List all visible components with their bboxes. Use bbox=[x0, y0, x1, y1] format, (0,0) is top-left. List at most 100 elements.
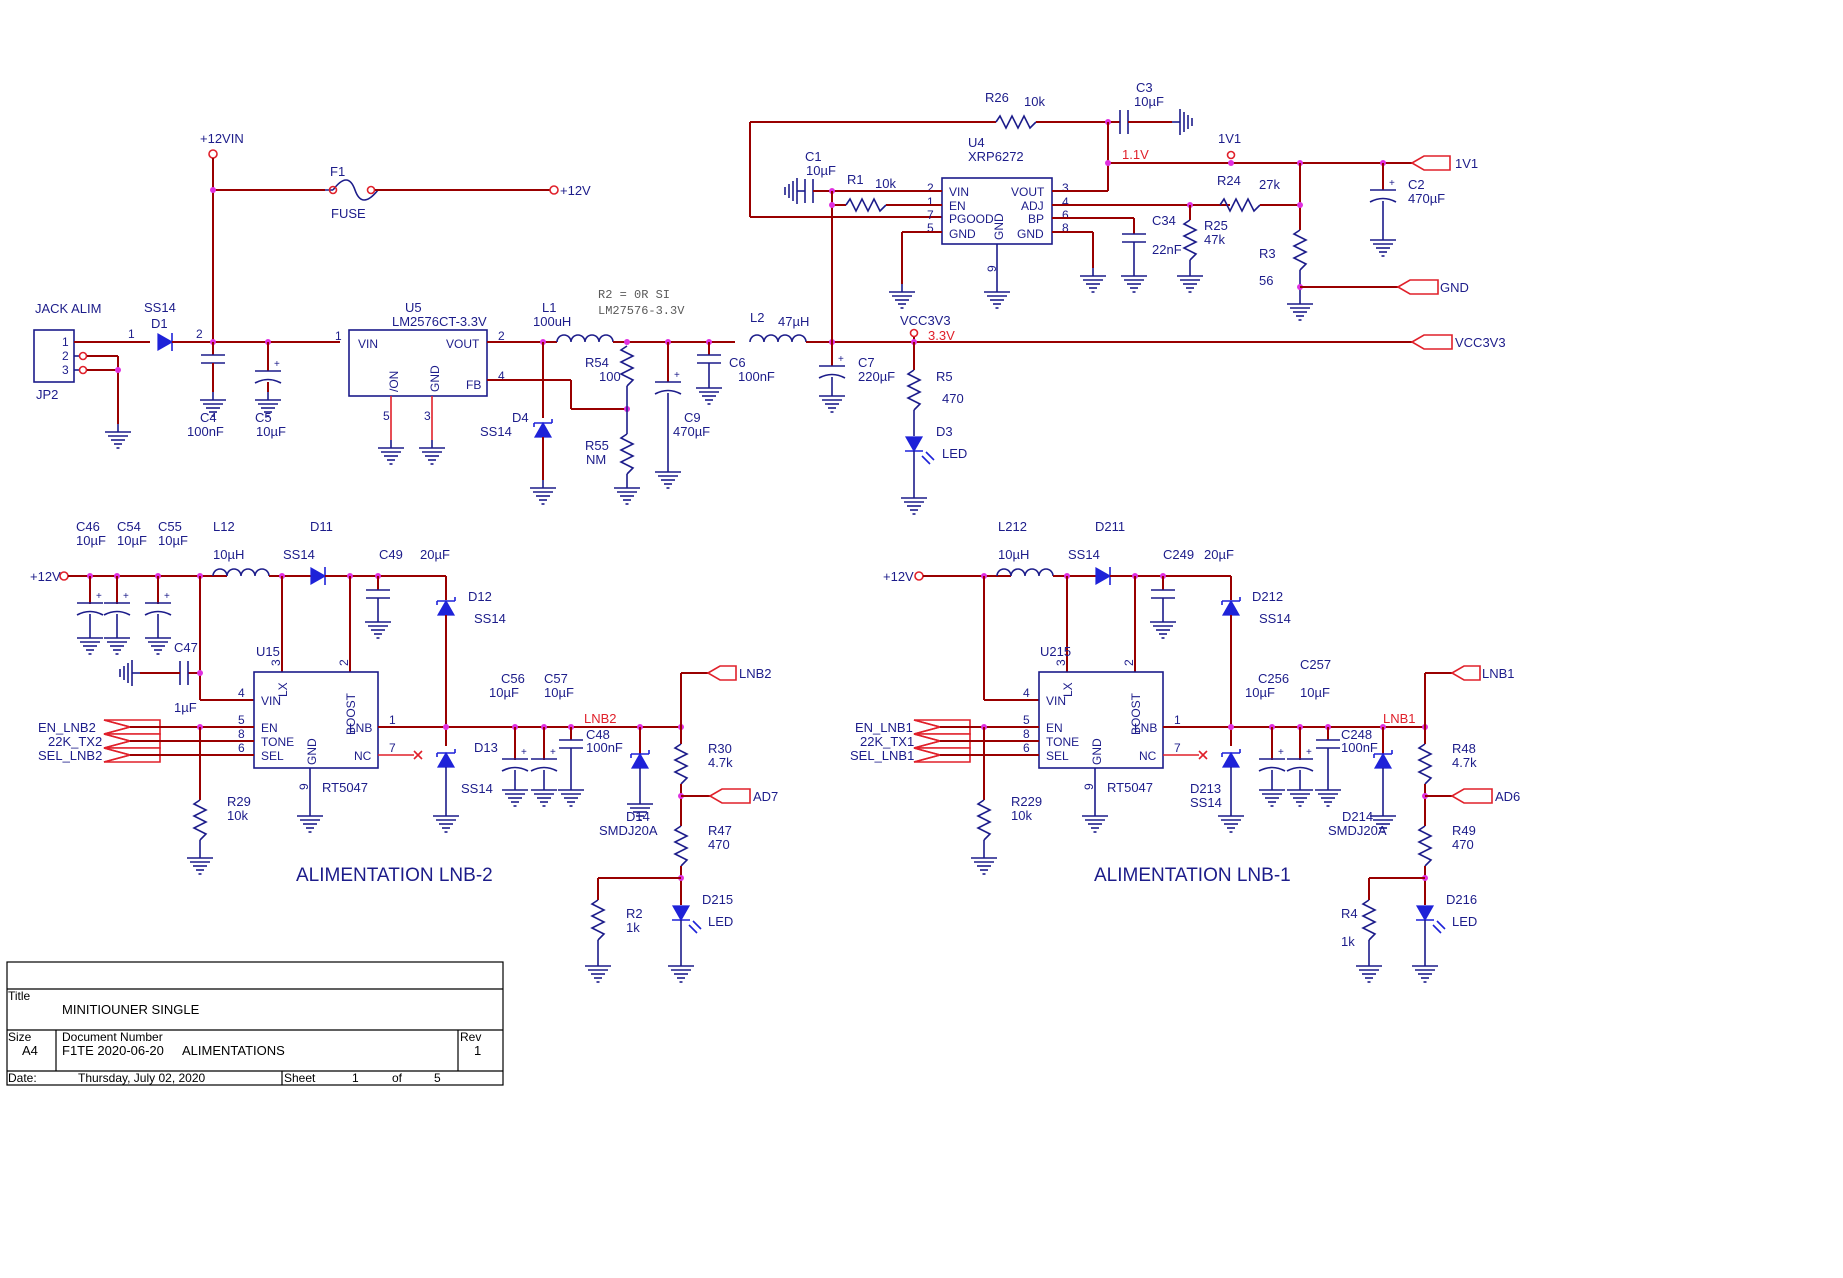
lnb2-section-title: ALIMENTATION LNB-2 bbox=[296, 865, 493, 886]
d216-led-icon bbox=[1415, 905, 1435, 921]
d12-value: SS14 bbox=[474, 611, 506, 626]
r3-ref: R3 bbox=[1259, 246, 1276, 261]
pin-gnd: GND bbox=[1090, 738, 1104, 765]
r2-resistor-icon bbox=[591, 899, 605, 941]
lnb2-net-label: LNB2 bbox=[584, 711, 617, 726]
d212-value: SS14 bbox=[1259, 611, 1291, 626]
vcc-net-value: 3.3V bbox=[928, 328, 955, 343]
pin-number: 1 bbox=[128, 327, 135, 341]
r5-resistor-icon bbox=[907, 369, 921, 411]
in12-label: +12V bbox=[30, 569, 61, 584]
r55-value: NM bbox=[586, 452, 606, 467]
testpoint-1v1-icon bbox=[1226, 150, 1236, 160]
l2-ref: L2 bbox=[750, 310, 764, 325]
l1-value: 100uH bbox=[533, 314, 571, 329]
lnb1-port-icon bbox=[1450, 665, 1481, 681]
ground-icon bbox=[104, 423, 132, 449]
r1-resistor-icon bbox=[845, 198, 887, 212]
ground-icon bbox=[1120, 267, 1148, 293]
l212-inductor-icon bbox=[996, 568, 1054, 577]
r30-resistor-icon bbox=[674, 743, 688, 785]
ad6-port-icon bbox=[1450, 788, 1493, 804]
c5-value: 10µF bbox=[256, 424, 286, 439]
pin-number: 3 bbox=[269, 659, 283, 666]
d3-value: LED bbox=[942, 446, 967, 461]
d215-value: LED bbox=[708, 914, 733, 929]
l12-inductor-icon bbox=[212, 568, 270, 577]
r48-resistor-icon bbox=[1418, 743, 1432, 785]
vcc-testpoint-icon bbox=[909, 328, 919, 338]
in12-port-icon bbox=[914, 571, 924, 581]
pin-number: 3 bbox=[424, 409, 431, 423]
pin-number: 8 bbox=[1062, 221, 1069, 235]
c47-value: 1µF bbox=[174, 700, 197, 715]
r229-ref: R229 bbox=[1011, 794, 1042, 809]
pin-number: 2 bbox=[196, 327, 203, 341]
document-title: MINITIOUNER SINGLE bbox=[62, 1002, 200, 1017]
d213-diode-icon bbox=[1221, 748, 1241, 768]
r4-resistor-icon bbox=[1362, 899, 1376, 941]
d3-ref: D3 bbox=[936, 424, 953, 439]
out12-label: +12V bbox=[560, 183, 591, 198]
ground-icon bbox=[1176, 267, 1204, 293]
net-1v1-label: 1V1 bbox=[1218, 131, 1241, 146]
r47-resistor-icon bbox=[674, 825, 688, 867]
pin-number: 8 bbox=[1023, 727, 1030, 741]
pin-number: 9 bbox=[1082, 783, 1096, 790]
lnb1-section-title: ALIMENTATION LNB-1 bbox=[1094, 865, 1291, 886]
pin-vin: VIN bbox=[1046, 694, 1066, 708]
pin-en: EN bbox=[1046, 721, 1063, 735]
pin-lnb: LNB bbox=[1134, 721, 1157, 735]
r54-resistor-icon bbox=[620, 345, 634, 387]
fuse-value: FUSE bbox=[331, 206, 366, 221]
r2-ref: R2 bbox=[626, 906, 643, 921]
jack-pin-2: 2 bbox=[62, 349, 69, 363]
c57-value: 10µF bbox=[544, 685, 574, 700]
r49-ref: R49 bbox=[1452, 823, 1476, 838]
c256-ref: C256 bbox=[1258, 671, 1289, 686]
pin-number: 9 bbox=[297, 783, 311, 790]
pin-nc: NC bbox=[354, 749, 372, 763]
ground-icon bbox=[377, 439, 405, 465]
d11-value: SS14 bbox=[283, 547, 315, 562]
of-label: of bbox=[392, 1071, 403, 1085]
pin-number: 1 bbox=[1174, 713, 1181, 727]
u4-pin-en: EN bbox=[949, 199, 966, 213]
doc-name: ALIMENTATIONS bbox=[182, 1043, 285, 1058]
r5-ref: R5 bbox=[936, 369, 953, 384]
u4-pin-pgood: PGOOD bbox=[949, 212, 994, 226]
rev-value: 1 bbox=[474, 1043, 481, 1058]
lnb2-port-icon bbox=[706, 665, 737, 681]
l12-value: 10µH bbox=[213, 547, 244, 562]
r25-resistor-icon bbox=[1183, 219, 1197, 261]
ground-icon bbox=[613, 479, 641, 505]
u5-pin-fb: FB bbox=[466, 378, 481, 392]
c48-ref: C48 bbox=[586, 727, 610, 742]
l212-ref: L212 bbox=[998, 519, 1027, 534]
d1-value: SS14 bbox=[144, 300, 176, 315]
u4-pin-vout: VOUT bbox=[1011, 185, 1045, 199]
u5-ref: U5 bbox=[405, 300, 422, 315]
c56-ref: C56 bbox=[501, 671, 525, 686]
u15-lnb-controller-chip bbox=[253, 671, 379, 769]
r55-ref: R55 bbox=[585, 438, 609, 453]
pin-gnd: GND bbox=[305, 738, 319, 765]
c56-value: 10µF bbox=[489, 685, 519, 700]
ground-icon bbox=[900, 489, 928, 515]
jack-title: JACK ALIM bbox=[35, 301, 101, 316]
en-input-label: EN_LNB1 bbox=[855, 720, 913, 735]
u15-value: RT5047 bbox=[322, 780, 368, 795]
pin-number: 6 bbox=[1023, 741, 1030, 755]
ground-icon bbox=[888, 283, 916, 309]
ground-icon bbox=[970, 849, 998, 875]
pin-nc: NC bbox=[1139, 749, 1157, 763]
design-note: R2 = 0R SI bbox=[598, 288, 670, 302]
c7-ref: C7 bbox=[858, 355, 875, 370]
l1-inductor-icon bbox=[556, 334, 614, 343]
design-note: LM27576-3.3V bbox=[598, 304, 685, 318]
pin-lnb: LNB bbox=[349, 721, 372, 735]
pin-number: 2 bbox=[337, 659, 351, 666]
lnb1-net-label: LNB1 bbox=[1383, 711, 1416, 726]
title-label: Title bbox=[8, 989, 31, 1003]
doc-number-label: Document Number bbox=[62, 1030, 163, 1044]
